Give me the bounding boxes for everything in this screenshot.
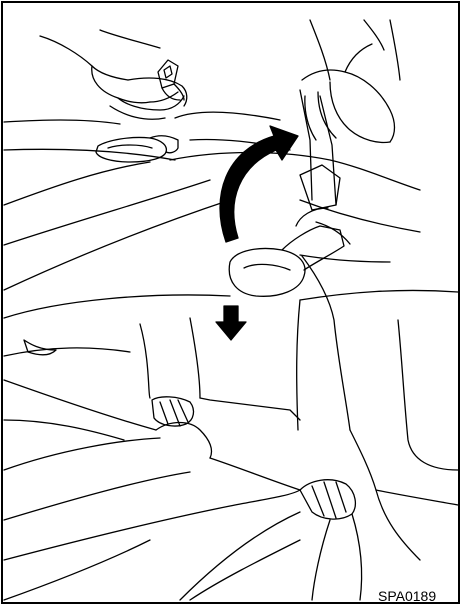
- curved-arrow-icon: [220, 126, 298, 242]
- figure-code: SPA0189: [378, 588, 436, 604]
- down-arrow-icon: [216, 306, 246, 340]
- lower-seatback: [4, 256, 458, 520]
- right-hand: [302, 20, 400, 143]
- right-buckle-tongue: [229, 208, 350, 296]
- lower-left-buckle: [152, 397, 193, 426]
- upper-buckle: [158, 60, 184, 100]
- upper-seat-cushion: [4, 112, 420, 290]
- lower-right-seat: [4, 320, 458, 600]
